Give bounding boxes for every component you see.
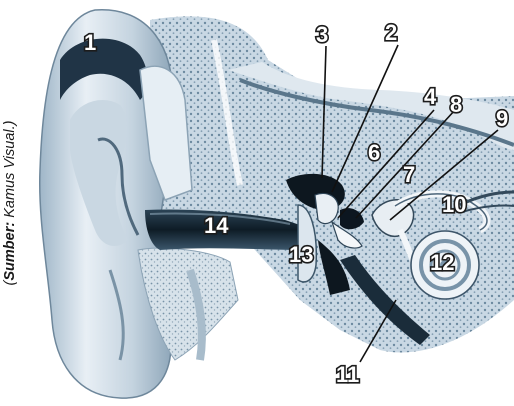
label-13: 13 (289, 242, 313, 267)
label-10: 10 (442, 192, 466, 217)
source-caption: (Sumber: Kamus Visual.) (0, 0, 22, 406)
label-2: 2 (385, 20, 397, 45)
label-3: 3 (316, 22, 328, 47)
label-8: 8 (450, 92, 462, 117)
label-7: 7 (403, 162, 415, 187)
source-label: Sumber: (2, 222, 18, 281)
label-11: 11 (336, 362, 359, 387)
source-prefix: ( (2, 281, 18, 286)
source-title: Kamus Visual.) (2, 121, 18, 222)
label-6: 6 (368, 140, 380, 165)
label-14: 14 (204, 213, 229, 238)
source-text: (Sumber: Kamus Visual.) (2, 121, 18, 286)
label-9: 9 (496, 106, 508, 131)
label-12: 12 (430, 250, 454, 275)
label-4: 4 (424, 84, 437, 109)
label-1: 1 (84, 30, 96, 55)
